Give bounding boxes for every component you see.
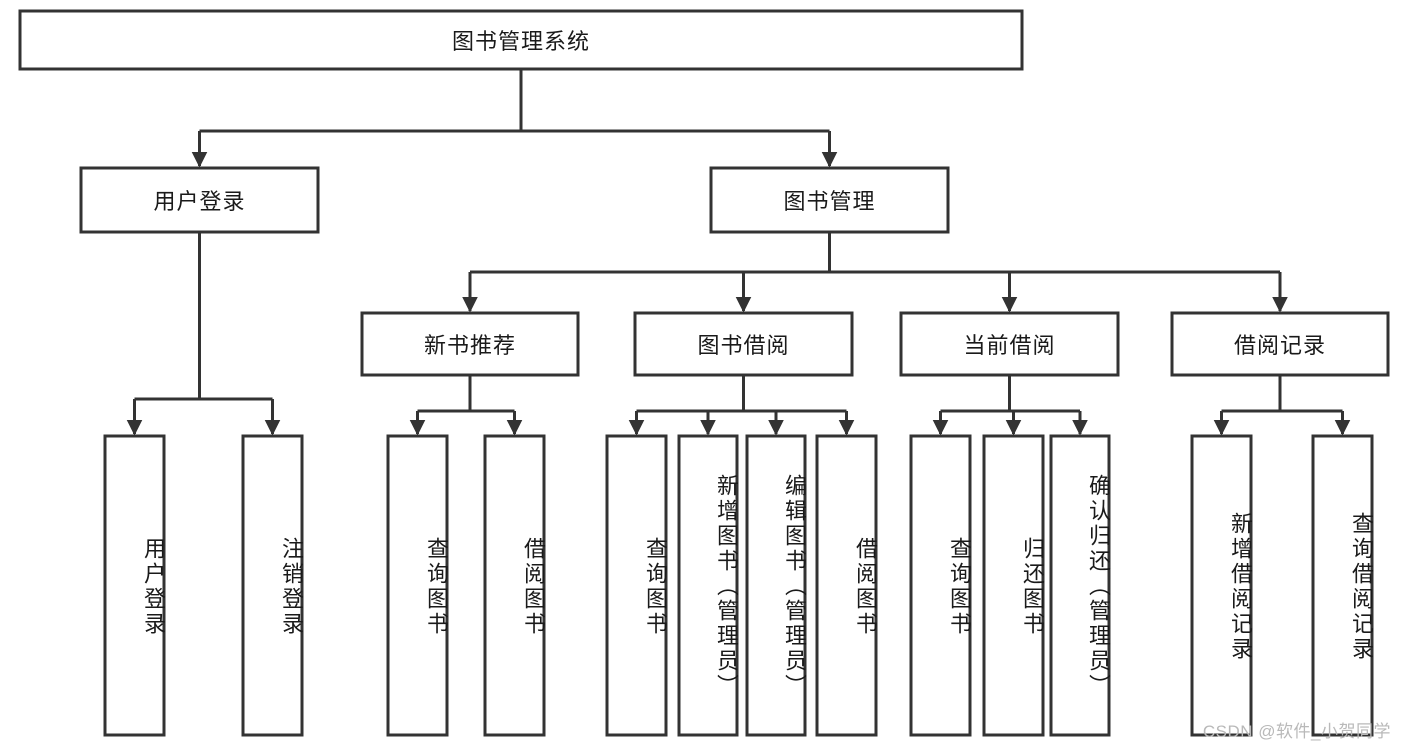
node-box-leaf-logout-login [241, 434, 304, 737]
node-box-leaf-query-book-2 [605, 434, 668, 737]
leaf-label-wrap-leaf-query-book-2: 查询图书 [607, 446, 668, 727]
node-box-current-borrow [899, 311, 1120, 377]
node-box-book-borrow [633, 311, 854, 377]
leaf-label-leaf-user-login: 用户登录 [141, 536, 166, 637]
node-box-leaf-add-book [677, 434, 739, 737]
node-boxes-layer [18, 9, 1390, 737]
node-box-user-login [79, 166, 320, 234]
leaf-label-wrap-leaf-add-book: 新增图书（管理员） [679, 446, 739, 727]
node-box-book-management [709, 166, 950, 234]
leaf-label-wrap-leaf-add-record: 新增借阅记录 [1192, 446, 1253, 727]
leaf-label-leaf-query-book-1: 查询图书 [424, 536, 449, 637]
leaf-label-leaf-borrow-book-2: 借阅图书 [853, 536, 878, 637]
leaf-label-leaf-confirm-return: 确认归还（管理员） [1086, 474, 1111, 699]
leaf-label-leaf-add-record: 新增借阅记录 [1228, 511, 1253, 662]
connector-lines-layer [126, 69, 1351, 436]
node-box-leaf-query-record [1311, 434, 1374, 737]
leaf-label-wrap-leaf-edit-book: 编辑图书（管理员） [747, 446, 807, 727]
leaf-label-wrap-leaf-return-book: 归还图书 [984, 446, 1045, 727]
leaf-label-leaf-query-book-2: 查询图书 [643, 536, 668, 637]
leaf-label-leaf-logout-login: 注销登录 [279, 536, 304, 637]
node-box-leaf-add-record [1190, 434, 1253, 737]
leaf-label-wrap-leaf-borrow-book-2: 借阅图书 [817, 446, 878, 727]
leaf-label-wrap-leaf-confirm-return: 确认归还（管理员） [1051, 446, 1111, 727]
leaf-label-leaf-borrow-book-1: 借阅图书 [521, 536, 546, 637]
node-box-borrow-record [1170, 311, 1390, 377]
node-box-root [18, 9, 1024, 71]
node-box-leaf-confirm-return [1049, 434, 1111, 737]
leaf-label-wrap-leaf-logout-login: 注销登录 [243, 446, 304, 727]
leaf-label-wrap-leaf-user-login: 用户登录 [105, 446, 166, 727]
leaf-label-wrap-leaf-borrow-book-1: 借阅图书 [485, 446, 546, 727]
leaf-label-wrap-leaf-query-book-1: 查询图书 [388, 446, 449, 727]
leaf-label-wrap-leaf-query-book-3: 查询图书 [911, 446, 972, 727]
node-box-leaf-query-book-1 [386, 434, 449, 737]
node-box-leaf-borrow-book-2 [815, 434, 878, 737]
leaf-label-leaf-return-book: 归还图书 [1020, 536, 1045, 637]
node-box-leaf-user-login [103, 434, 166, 737]
leaf-label-wrap-leaf-query-record: 查询借阅记录 [1313, 446, 1374, 727]
leaf-label-leaf-add-book: 新增图书（管理员） [714, 474, 739, 699]
node-box-new-book-recommend [360, 311, 580, 377]
node-box-leaf-edit-book [745, 434, 807, 737]
node-box-leaf-return-book [982, 434, 1045, 737]
node-box-leaf-query-book-3 [909, 434, 972, 737]
leaf-label-leaf-query-book-3: 查询图书 [947, 536, 972, 637]
leaf-label-leaf-edit-book: 编辑图书（管理员） [782, 474, 807, 699]
leaf-label-leaf-query-record: 查询借阅记录 [1349, 511, 1374, 662]
node-box-leaf-borrow-book-1 [483, 434, 546, 737]
